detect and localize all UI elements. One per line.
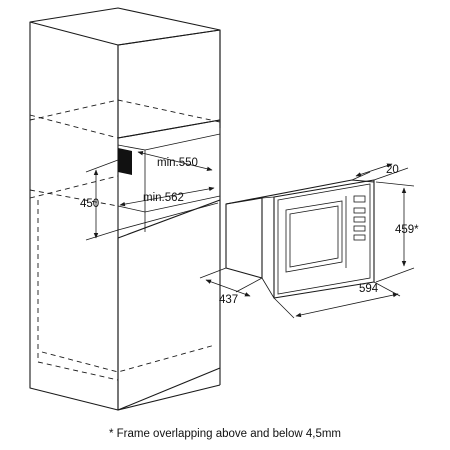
frame-thickness-label: 20 xyxy=(386,164,399,176)
cavity-dimensions: min.550 min.562 450 xyxy=(80,151,215,241)
appliance-dimensions: 20 459* 594 437 xyxy=(199,163,419,319)
depth-arrow-appliance xyxy=(205,279,251,297)
microwave-appliance xyxy=(225,179,375,299)
upper-door xyxy=(117,29,221,139)
width-label: min.550 xyxy=(157,157,198,169)
cabinet-left-side xyxy=(29,22,119,411)
depth-arrow xyxy=(119,186,215,207)
vent-opening xyxy=(118,148,132,175)
lower-door xyxy=(117,199,221,411)
door-window xyxy=(285,200,343,273)
width-arrow xyxy=(137,151,213,171)
appliance-depth-label: 437 xyxy=(219,294,238,306)
housing-side xyxy=(225,197,263,279)
cabinet-top xyxy=(29,7,221,46)
footnote: * Frame overlapping above and below 4,5m… xyxy=(108,428,342,440)
depth-label: min.562 xyxy=(143,192,184,204)
frame-width-arrow xyxy=(295,292,399,318)
oven-niche xyxy=(117,119,221,238)
frame-height-label: 459* xyxy=(395,224,419,236)
tall-cabinet xyxy=(29,7,221,411)
control-panel xyxy=(353,195,366,241)
height-label: 450 xyxy=(80,198,99,210)
frame-width-label: 594 xyxy=(359,283,379,295)
